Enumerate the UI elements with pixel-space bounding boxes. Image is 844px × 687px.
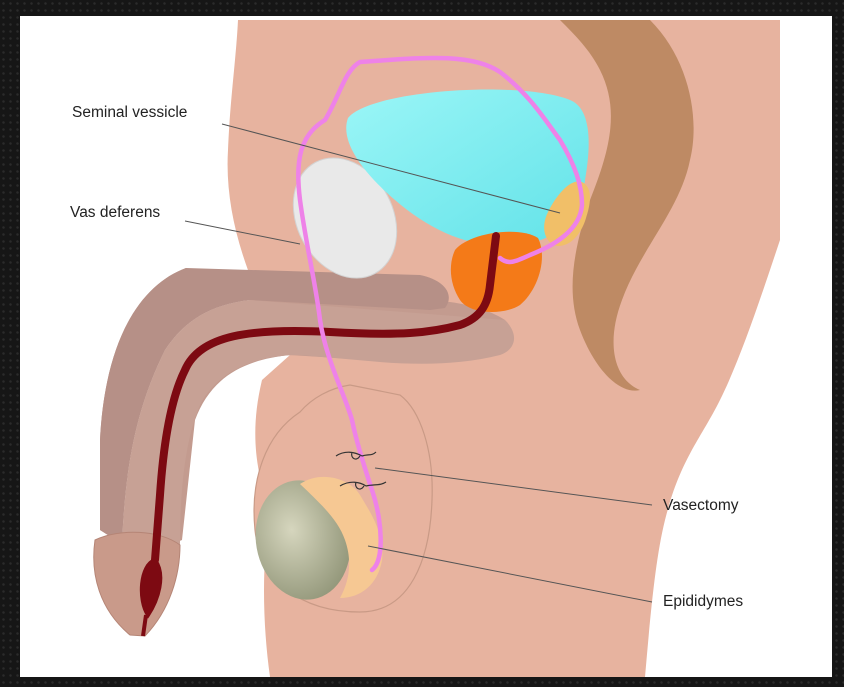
- label-seminal-vessicle: Seminal vessicle: [72, 104, 187, 122]
- glans: [94, 532, 180, 636]
- label-vas-deferens: Vas deferens: [70, 204, 160, 222]
- diagram-panel: Seminal vessicle Vas deferens Vasectomy …: [20, 16, 832, 677]
- label-epididymes: Epididymes: [663, 593, 743, 611]
- label-vasectomy: Vasectomy: [663, 497, 739, 515]
